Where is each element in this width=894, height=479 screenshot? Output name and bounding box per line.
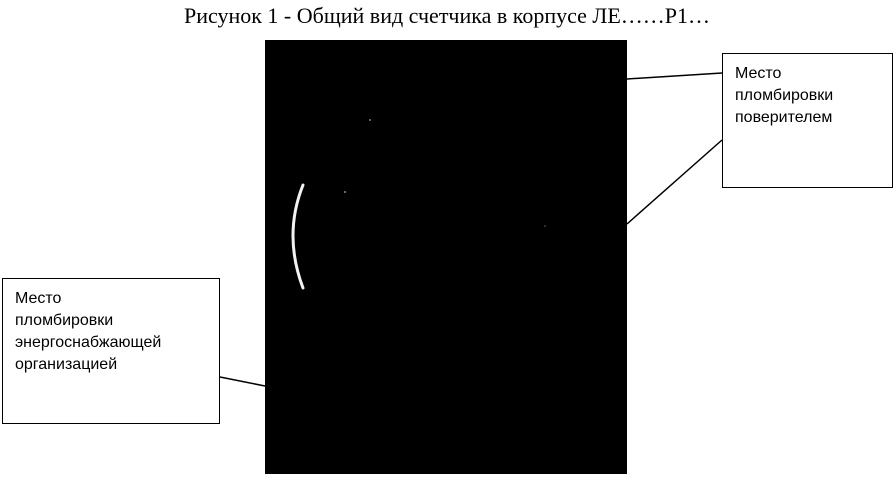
callout-supplier-seal: Место пломбировки энергоснабжающей орган… (2, 278, 220, 424)
callout-supplier-line-3: энергоснабжающей (15, 334, 162, 351)
leader-line-verifier-top (626, 72, 723, 80)
callout-verifier-line-1: Место (735, 65, 782, 82)
meter-photo-glint (291, 119, 546, 290)
figure-caption: Рисунок 1 - Общий вид счетчика в корпусе… (183, 3, 711, 28)
leader-line-verifier-bottom (626, 139, 723, 225)
meter-photo (265, 40, 627, 474)
leader-line-supplier (219, 376, 266, 387)
callout-verifier-line-3: поверителем (735, 109, 833, 126)
callout-supplier-line-2: пломбировки (15, 312, 114, 329)
callout-verifier-seal: Место пломбировки поверителем (722, 53, 893, 188)
callout-supplier-line-1: Место (15, 290, 62, 307)
callout-supplier-line-4: организацией (15, 356, 118, 373)
callout-verifier-line-2: пломбировки (735, 87, 834, 104)
